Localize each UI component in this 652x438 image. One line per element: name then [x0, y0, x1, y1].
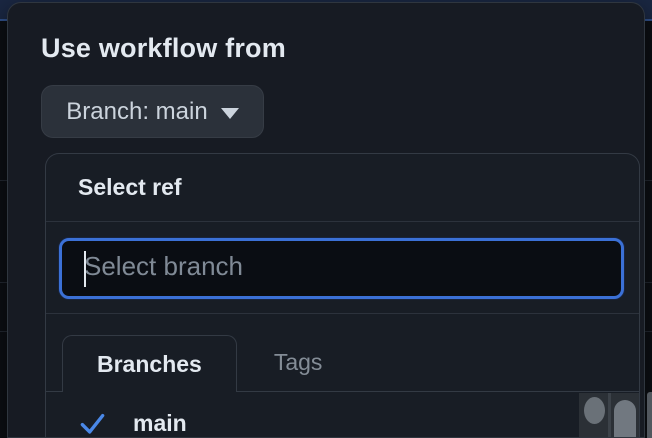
tab-branches[interactable]: Branches — [62, 335, 237, 392]
ref-selector-title: Select ref — [78, 174, 182, 200]
page-scrollbar-thumb[interactable] — [647, 392, 652, 438]
ref-search-section — [46, 222, 639, 314]
branch-select-button[interactable]: Branch: main — [41, 85, 264, 138]
run-workflow-popover: Use workflow from Branch: main Select re… — [7, 2, 645, 438]
branch-button-label: Branch: main — [66, 97, 208, 125]
list-scrollbar-track[interactable] — [579, 393, 639, 437]
check-icon — [80, 413, 105, 434]
caret-down-icon — [220, 107, 239, 119]
ref-search-field — [59, 238, 624, 299]
list-scrollbar-thumb[interactable] — [614, 400, 636, 437]
text-cursor — [84, 251, 86, 287]
ref-tabs: Branches Tags — [46, 314, 639, 392]
branch-list-item-main[interactable]: main — [46, 392, 639, 437]
use-workflow-from-heading: Use workflow from — [41, 33, 286, 63]
tab-tags-label: Tags — [273, 349, 323, 375]
scrollbar-separator — [608, 393, 611, 437]
branch-name: main — [133, 409, 187, 436]
ref-selector-panel: Select ref Branches Tags main — [45, 153, 640, 437]
tab-branches-label: Branches — [97, 350, 202, 377]
ref-selector-header: Select ref — [46, 154, 639, 222]
tab-tags[interactable]: Tags — [237, 334, 360, 391]
ref-search-input[interactable] — [62, 241, 621, 296]
list-scrollbar-dot-thumb[interactable] — [584, 397, 605, 424]
